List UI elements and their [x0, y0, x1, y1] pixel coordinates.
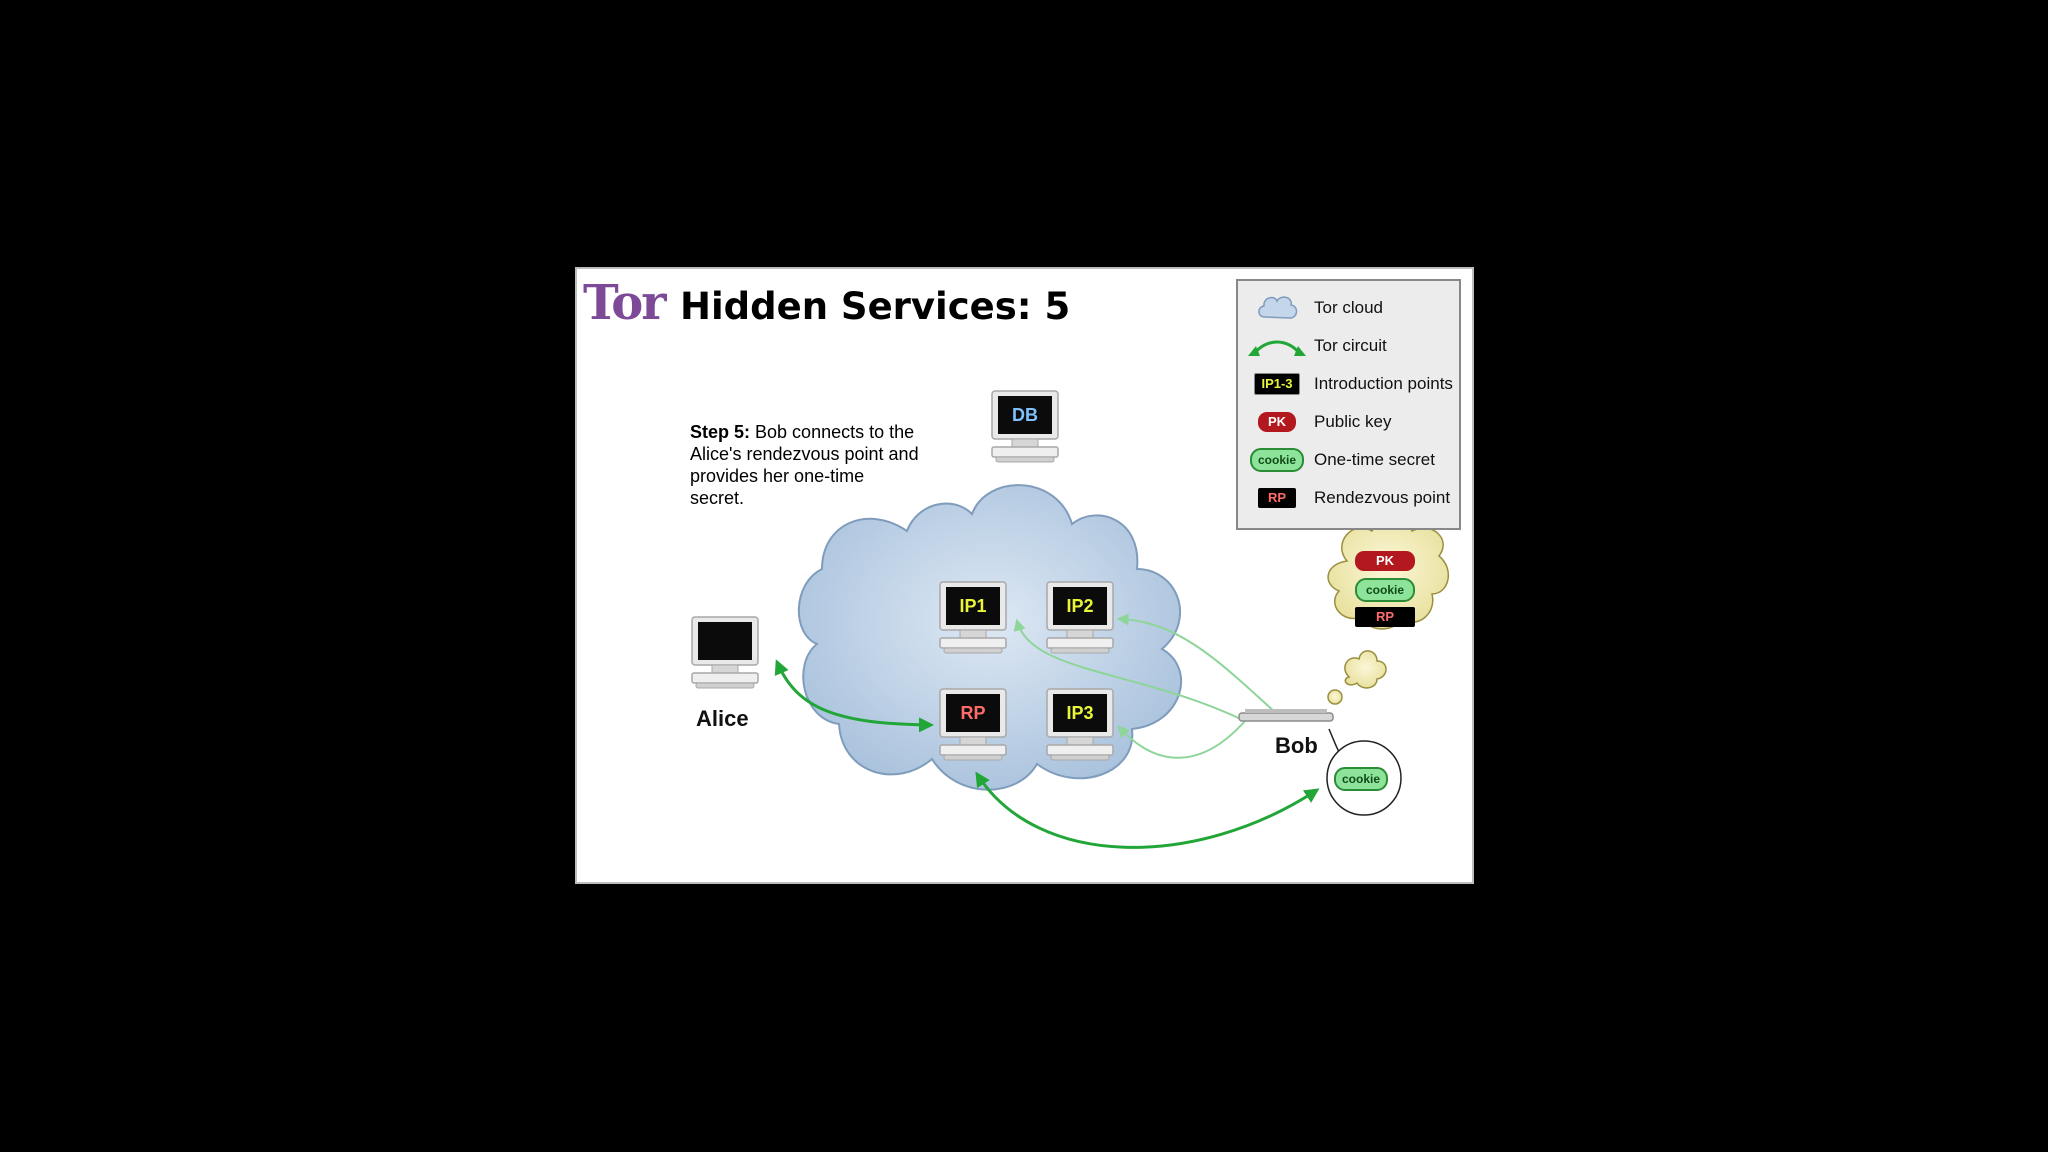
ip3-label: IP3	[1066, 703, 1093, 723]
circuit-rp-bob	[975, 771, 1320, 849]
rendezvous-circuits	[774, 659, 1320, 849]
circuit-ip3-bob	[1117, 720, 1246, 759]
ip2-computer-icon	[1046, 581, 1114, 654]
rp-chip: RP	[1257, 488, 1297, 508]
legend-label: Rendezvous point	[1314, 488, 1451, 507]
bob-thought-bubble	[1327, 517, 1450, 705]
rp-label: RP	[960, 703, 985, 723]
legend-item-tor-cloud: Tor cloud	[1248, 291, 1383, 325]
bob-laptop-icon	[1238, 709, 1334, 722]
bob-label: Bob	[1275, 733, 1318, 758]
thought-rp-chip: RP	[1355, 607, 1415, 627]
thought-pk-chip: PK	[1355, 551, 1415, 571]
circuit-ip1-bob	[1013, 618, 1246, 722]
ip2-label: IP2	[1066, 596, 1093, 616]
db-label: DB	[1012, 405, 1038, 425]
page-title: Hidden Services: 5	[680, 285, 1071, 328]
legend-label: Tor circuit	[1314, 336, 1387, 355]
cookie-chip: cookie	[1249, 448, 1304, 472]
legend-item-public-key: PK Public key	[1248, 405, 1391, 439]
ip-chip: IP1-3	[1254, 373, 1300, 395]
rp-computer-icon	[939, 688, 1007, 761]
step-number: Step 5:	[690, 422, 751, 442]
db-computer-icon	[991, 390, 1059, 463]
ip3-computer-icon	[1046, 688, 1114, 761]
ip1-label: IP1	[959, 596, 986, 616]
thought-contents: PK cookie RP	[1355, 551, 1415, 635]
legend-label: Public key	[1314, 412, 1392, 431]
legend-item-introduction-points: IP1-3 Introduction points	[1248, 367, 1453, 401]
thought-cookie-chip: cookie	[1355, 578, 1415, 602]
cloud-icon	[1248, 293, 1306, 323]
legend-item-tor-circuit: Tor circuit	[1248, 329, 1387, 363]
pk-chip: PK	[1257, 412, 1297, 432]
tor-logo: Tor	[583, 275, 667, 331]
circuit-alice-rp	[774, 659, 934, 733]
ip1-computer-icon	[939, 581, 1007, 654]
diagram-slide: DB IP1 IP2 RP IP3 Tor Hidden Services: 5…	[575, 267, 1474, 884]
step-description: Step 5: Bob connects to the Alice's rend…	[690, 421, 920, 509]
speech-cookie-chip: cookie	[1334, 767, 1389, 791]
alice-computer-icon	[691, 616, 759, 689]
legend-item-one-time-secret: cookie One-time secret	[1248, 443, 1435, 477]
legend: Tor cloud Tor circuit IP1-3 Introduction…	[1236, 279, 1461, 530]
circuit-ip2-bob	[1116, 613, 1278, 715]
bob-intro-circuits	[1013, 613, 1278, 759]
legend-item-rendezvous-point: RP Rendezvous point	[1248, 481, 1450, 515]
legend-label: Introduction points	[1314, 374, 1453, 393]
legend-label: Tor cloud	[1314, 298, 1383, 317]
alice-label: Alice	[696, 706, 749, 731]
legend-label: One-time secret	[1314, 450, 1435, 469]
step-text: Bob connects to the Alice's rendezvous p…	[690, 422, 919, 508]
circuit-arrow-icon	[1248, 331, 1306, 361]
